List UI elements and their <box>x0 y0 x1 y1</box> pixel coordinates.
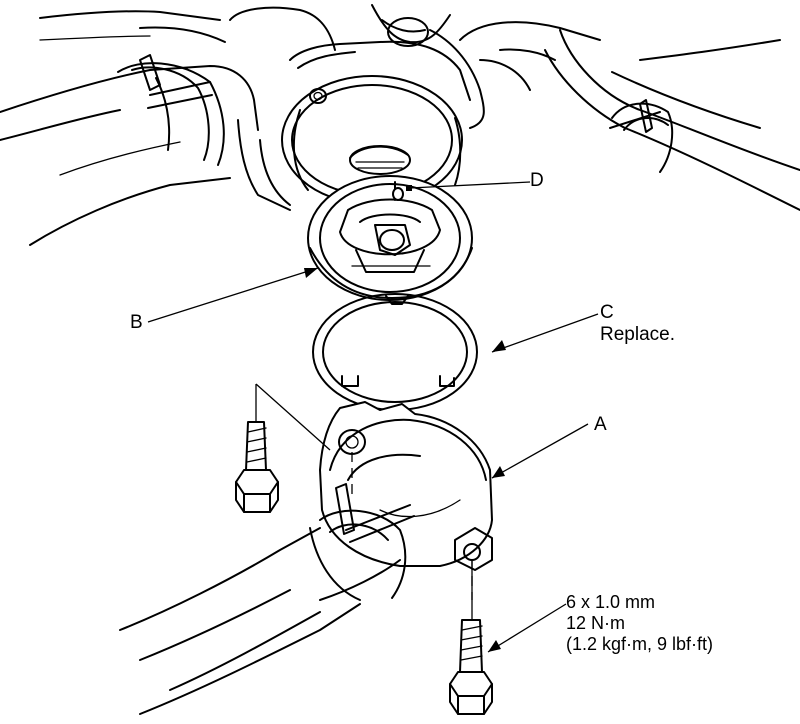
arrow-a <box>492 466 505 478</box>
bolt-size-text: 6 x 1.0 mm <box>566 592 656 612</box>
lower-hose <box>119 527 401 715</box>
torque-spec: 6 x 1.0 mm 12 N·m (1.2 kgf·m, 9 lbf·ft) <box>566 592 713 655</box>
arrow-b <box>304 268 318 278</box>
upper-left-hose-clamp <box>117 54 225 166</box>
marker-d <box>406 185 412 191</box>
bolt-left <box>235 421 279 513</box>
label-b: B <box>130 312 143 333</box>
label-c-note: Replace. <box>600 324 675 345</box>
upper-right-hose-clamp <box>609 99 674 173</box>
arrow-c <box>492 340 506 352</box>
thermostat-b <box>307 175 473 301</box>
torque-alt-text: (1.2 kgf·m, 9 lbf·ft) <box>566 634 714 654</box>
lower-hose-clamp <box>309 483 415 601</box>
label-c: C <box>600 302 614 323</box>
bolt-lower <box>449 619 493 715</box>
seal-c <box>312 293 478 411</box>
arrow-spec <box>488 640 501 652</box>
leader-lines <box>147 181 599 653</box>
engine-housing <box>229 4 556 211</box>
label-a: A <box>594 414 607 435</box>
label-d: D <box>530 170 544 191</box>
torque-nm-text: 12 N·m <box>566 613 626 633</box>
upper-left-hose <box>0 10 259 246</box>
upper-right-hose <box>429 21 800 211</box>
